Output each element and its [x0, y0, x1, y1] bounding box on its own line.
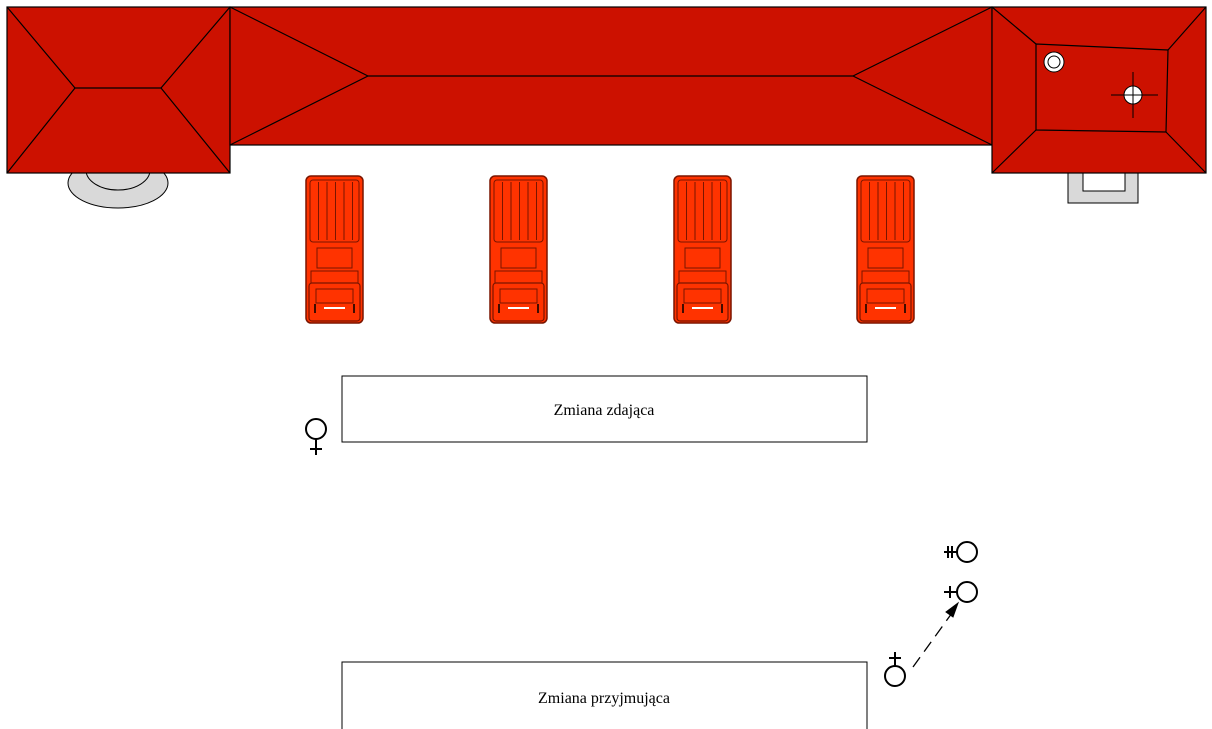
outgoing-shift-box: Zmiana zdająca: [341, 375, 868, 443]
vehicle-2: [489, 175, 548, 324]
building-left-wing: [6, 6, 231, 174]
person-double-plus-icon: [944, 541, 978, 563]
vehicles-row: [305, 175, 915, 324]
incoming-shift-label: Zmiana przyjmująca: [538, 690, 670, 707]
vehicle-3: [673, 175, 732, 324]
outgoing-shift-label: Zmiana zdająca: [554, 402, 655, 419]
vehicle-1: [305, 175, 364, 324]
roof-vent-icon: [1043, 51, 1065, 73]
incoming-shift-box: Zmiana przyjmująca: [341, 661, 868, 729]
building-right-wing: [991, 6, 1207, 174]
person-plus-icon: [944, 581, 978, 603]
drain-fixture: [1067, 168, 1139, 204]
dashed-arrow-icon: [912, 601, 960, 668]
crosshair-icon: [1111, 72, 1158, 118]
female-commander-icon: [305, 418, 327, 455]
vehicle-4: [856, 175, 915, 324]
person-cross-icon: [884, 652, 906, 687]
building-central-hall: [229, 6, 993, 146]
